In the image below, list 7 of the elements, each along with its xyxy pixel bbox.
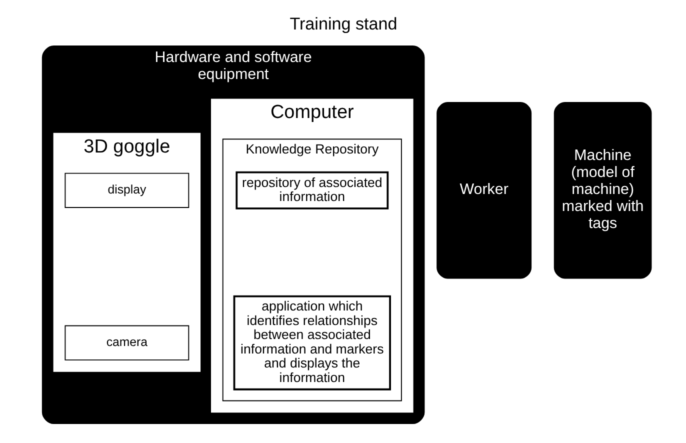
diagram-title: Training stand xyxy=(289,14,397,34)
node-box: Machine (model of machine) marked with tags xyxy=(552,101,652,280)
node-box: repository of associated information xyxy=(235,171,388,210)
node-box: application which identifies relationships between associated information and markers and displays the information xyxy=(232,295,390,390)
node-box: display xyxy=(64,172,189,208)
node-box: camera xyxy=(64,325,189,360)
node-box: Worker xyxy=(435,101,532,280)
